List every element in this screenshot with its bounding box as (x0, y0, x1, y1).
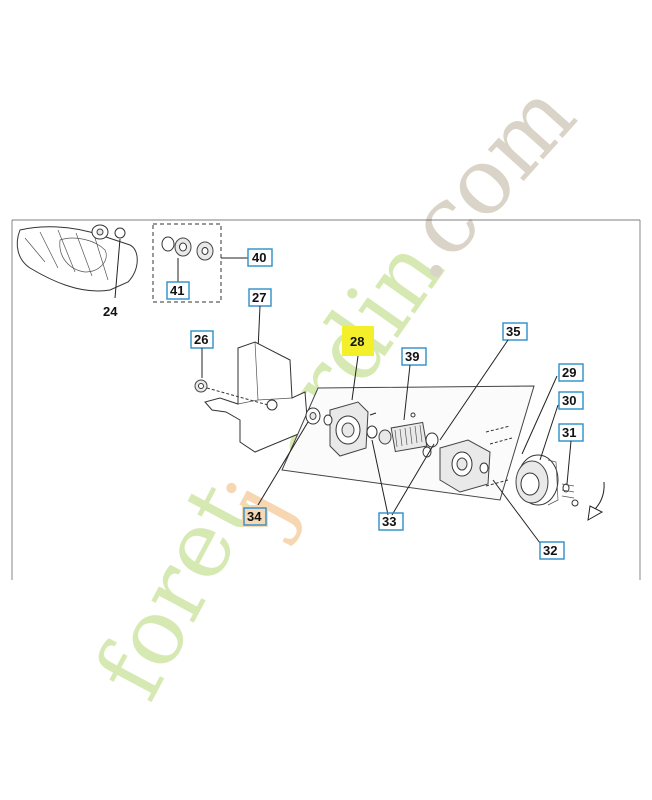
label-26[interactable]: 26 (194, 332, 208, 347)
label-33[interactable]: 33 (382, 514, 396, 529)
gear-housing-left (305, 401, 377, 457)
diagram-frame (11, 219, 641, 580)
label-35[interactable]: 35 (506, 324, 520, 339)
bearing-kit-box (152, 223, 248, 303)
label-32[interactable]: 32 (543, 543, 557, 558)
gear-housing-right (439, 425, 513, 493)
label-40[interactable]: 40 (252, 250, 266, 265)
label-31[interactable]: 31 (562, 425, 576, 440)
label-highlight-28 (342, 326, 374, 356)
label-box-33 (378, 512, 404, 531)
bracket-drawing (204, 341, 309, 453)
wheel-tire-drawing (16, 224, 138, 299)
label-box-30 (558, 391, 584, 410)
label-box-32 (539, 541, 565, 560)
label-box-40 (247, 248, 273, 267)
label-box-39 (401, 347, 427, 366)
label-box-35 (502, 322, 528, 341)
label-29[interactable]: 29 (562, 365, 576, 380)
shaft-gears (366, 412, 439, 458)
bolt-26-drawing (194, 379, 269, 406)
rotation-arrow-icon (587, 481, 605, 521)
label-41[interactable]: 41 (170, 283, 184, 298)
label-highlight-34 (242, 505, 268, 527)
label-28[interactable]: 28 (350, 334, 364, 349)
label-box-41 (166, 281, 190, 300)
label-34[interactable]: 34 (247, 509, 262, 524)
label-24[interactable]: 24 (103, 304, 118, 319)
label-box-29 (558, 363, 584, 382)
pulley-drawing (515, 454, 579, 507)
label-27[interactable]: 27 (252, 290, 266, 305)
label-39[interactable]: 39 (405, 349, 419, 364)
label-30[interactable]: 30 (562, 393, 576, 408)
label-box-34 (243, 507, 267, 526)
